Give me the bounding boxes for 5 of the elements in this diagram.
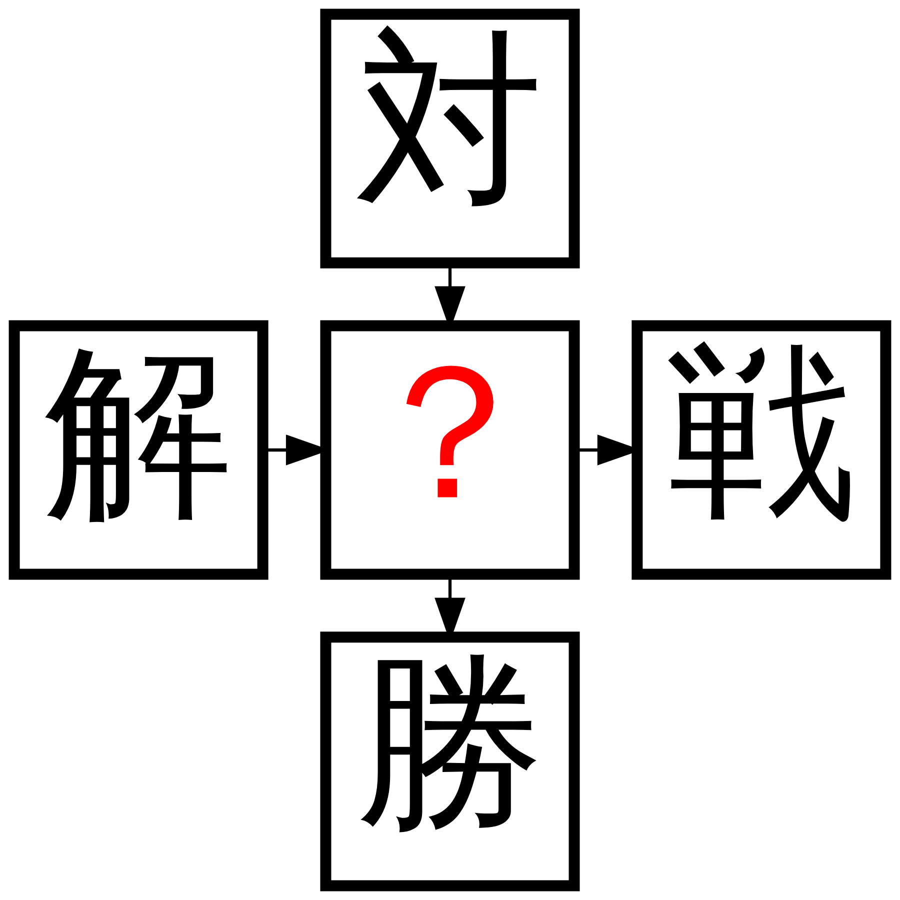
- node-box: ？: [320, 320, 580, 580]
- node-box: 戦: [632, 320, 892, 580]
- node-box: 勝: [320, 632, 580, 892]
- node-box: 解: [8, 320, 268, 580]
- node-box: 対: [320, 8, 580, 268]
